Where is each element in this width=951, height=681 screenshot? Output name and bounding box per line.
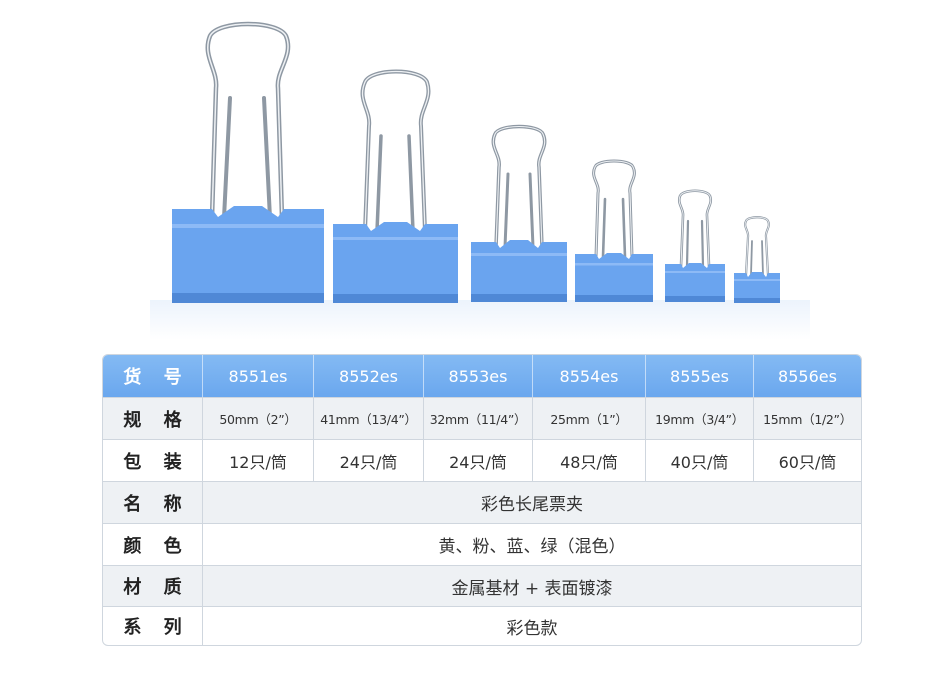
row-label-color: 颜 色	[103, 524, 203, 565]
packaging-cell: 24只/筒	[314, 440, 424, 481]
item-number-cell: 8551es	[203, 355, 314, 397]
packaging-cell: 60只/筒	[778, 452, 837, 472]
item-number-cell: 8553es	[424, 355, 533, 397]
row-label-packaging: 包 装	[103, 440, 203, 481]
packaging-cell: 40只/筒	[646, 440, 754, 481]
row-label-name: 名 称	[103, 482, 203, 523]
binder-clip-8554es	[575, 157, 653, 302]
binder-clip-8555es	[665, 188, 725, 302]
material-value: 金属基材 + 表面镀漆	[451, 578, 613, 599]
packaging-cell: 48只/筒	[533, 440, 646, 481]
spec-cell: 50mm（2”）	[203, 398, 314, 439]
binder-clip-8551es	[172, 18, 324, 303]
series-value: 彩色款	[506, 618, 558, 639]
spec-cell: 41mm（13/4”）	[314, 398, 424, 439]
clip-lineup	[0, 0, 951, 340]
table-row-color: 颜 色 黄、粉、蓝、绿（混色）	[103, 523, 861, 565]
binder-clip-8553es	[471, 122, 567, 302]
item-number-cell: 8555es	[646, 355, 754, 397]
item-number-cell: 8552es	[314, 355, 424, 397]
packaging-cell: 12只/筒	[203, 440, 314, 481]
packaging-cell: 24只/筒	[424, 440, 533, 481]
item-number-cell: 8556es	[778, 366, 837, 386]
table-row-packaging: 包 装 12只/筒 24只/筒 24只/筒 48只/筒 40只/筒 60只/筒	[103, 439, 861, 481]
spec-cell: 15mm（1/2”）	[763, 412, 852, 427]
table-row-name: 名 称 彩色长尾票夹	[103, 481, 861, 523]
spec-cell: 25mm（1”）	[533, 398, 646, 439]
table-row-material: 材 质 金属基材 + 表面镀漆	[103, 565, 861, 606]
row-label-material: 材 质	[103, 566, 203, 606]
table-row-series: 系 列 彩色款	[103, 606, 861, 645]
table-row-spec: 规 格 50mm（2”） 41mm（13/4”） 32mm（11/4”） 25m…	[103, 397, 861, 439]
row-label-item-number: 货 号	[103, 355, 203, 397]
color-value: 黄、粉、蓝、绿（混色）	[438, 537, 626, 557]
row-label-series: 系 列	[103, 607, 203, 645]
item-number-cell: 8554es	[533, 355, 646, 397]
row-label-spec: 规 格	[103, 398, 203, 439]
binder-clip-8552es	[333, 66, 458, 303]
name-value: 彩色长尾票夹	[481, 495, 583, 515]
table-row-item-number: 货 号 8551es 8552es 8553es 8554es 8555es 8…	[103, 355, 861, 397]
spec-cell: 32mm（11/4”）	[424, 398, 533, 439]
floor-reflection	[150, 300, 810, 340]
spec-table: 货 号 8551es 8552es 8553es 8554es 8555es 8…	[102, 354, 862, 646]
binder-clip-8556es	[734, 215, 780, 303]
spec-cell: 19mm（3/4”）	[646, 398, 754, 439]
